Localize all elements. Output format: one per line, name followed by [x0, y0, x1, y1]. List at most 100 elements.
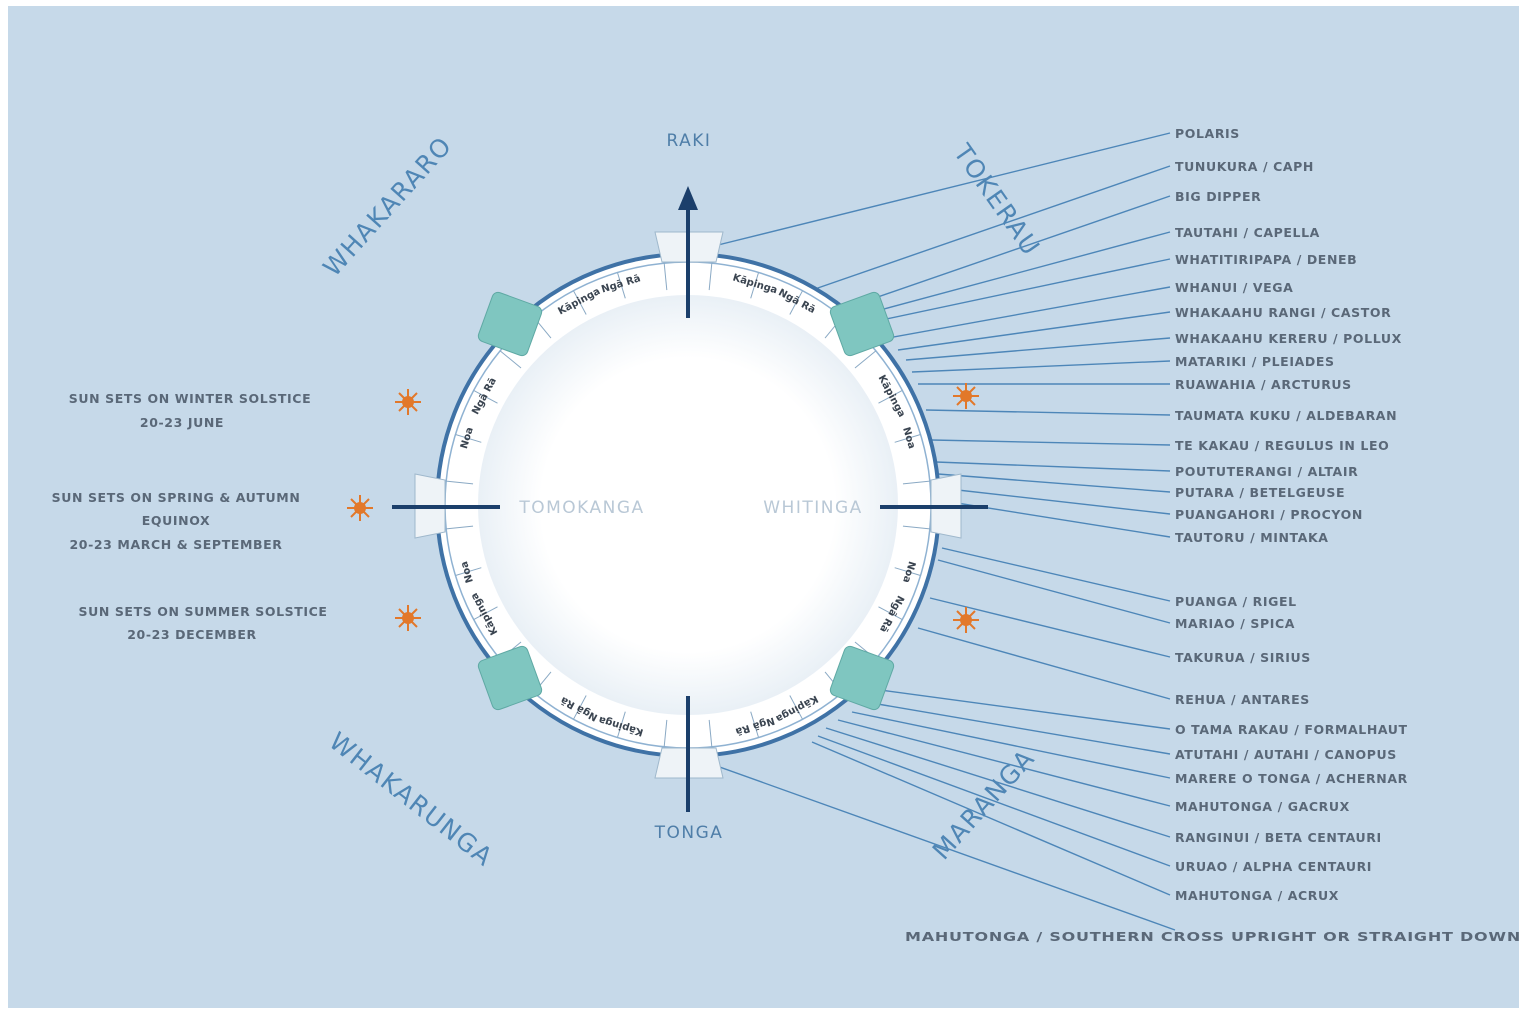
- star-label: POLARIS: [1175, 126, 1240, 141]
- connector-line: [817, 735, 1171, 867]
- sun-icon: [395, 389, 421, 415]
- cardinal-west: TOMOKANGA: [518, 498, 644, 518]
- compass-tick: [473, 606, 498, 620]
- star-label: REHUA / ANTARES: [1175, 692, 1310, 707]
- sun-markers: [347, 383, 979, 633]
- connector-line: [871, 258, 1171, 323]
- summer-solstice-line1: SUN SETS ON SUMMER SOLSTICE: [78, 604, 327, 619]
- connector-line: [857, 231, 1171, 317]
- summer-solstice-line2: 20-23 DECEMBER: [127, 627, 257, 642]
- connector-line: [929, 597, 1171, 658]
- compass-tick: [455, 433, 482, 443]
- star-label: WHANUI / VEGA: [1175, 280, 1293, 295]
- connector-line: [845, 195, 1171, 309]
- compass-tick: [789, 290, 803, 315]
- star-label: MARIAO / SPICA: [1175, 616, 1295, 631]
- diagonal-markers: [477, 291, 895, 711]
- connector-line: [699, 759, 1176, 931]
- connector-line: [837, 719, 1171, 807]
- connector-line: [935, 461, 1171, 472]
- connector-line: [941, 547, 1171, 602]
- connector-line: [937, 473, 1171, 493]
- star-label: BIG DIPPER: [1175, 189, 1261, 204]
- connector-line: [879, 689, 1171, 730]
- compass-tick: [789, 695, 803, 720]
- connector-line: [905, 337, 1171, 361]
- star-label: TAUTAHI / CAPELLA: [1175, 225, 1320, 240]
- compass-tick: [894, 433, 921, 443]
- connector-line: [811, 741, 1171, 896]
- compass-ticks: [446, 263, 930, 747]
- compass-tick: [573, 695, 587, 720]
- compass-tick: [708, 263, 713, 291]
- compass-tick: [455, 567, 482, 577]
- compass-tick: [663, 263, 668, 291]
- compass-tick: [616, 272, 626, 299]
- equinox-line1: SUN SETS ON SPRING & AUTUMN: [52, 490, 301, 505]
- star-label: WHATITIRIPAPA / DENEB: [1175, 252, 1357, 267]
- star-label: RANGINUI / BETA CENTAURI: [1175, 830, 1382, 845]
- marker-northeast: [829, 291, 895, 357]
- equinox-line3: 20-23 MARCH & SEPTEMBER: [69, 537, 282, 552]
- star-label: MATARIKI / PLEIADES: [1175, 354, 1335, 369]
- north-arrow-icon: [678, 186, 698, 210]
- connector-line: [925, 409, 1171, 416]
- compass-tick: [708, 719, 713, 747]
- compass-tick: [616, 711, 626, 738]
- star-label: TAKURUA / SIRIUS: [1175, 650, 1311, 665]
- star-label: WHAKAAHU RANGI / CASTOR: [1175, 305, 1391, 320]
- compass-tick: [854, 350, 877, 369]
- star-label: TUNUKURA / CAPH: [1175, 159, 1314, 174]
- compass-tick: [902, 480, 930, 485]
- star-label: TE KAKAU / REGULUS IN LEO: [1175, 438, 1389, 453]
- compass-tick: [878, 606, 903, 620]
- star-labels: POLARIS TUNUKURA / CAPH BIG DIPPER TAUTA…: [905, 126, 1520, 944]
- star-label: URUAO / ALPHA CENTAURI: [1175, 859, 1372, 874]
- compass-tick: [573, 290, 587, 315]
- compass-axes: [392, 186, 988, 812]
- connector-line: [717, 132, 1171, 246]
- sun-notes: SUN SETS ON WINTER SOLSTICE 20-23 JUNE S…: [52, 391, 327, 642]
- compass-tick: [446, 525, 474, 530]
- connector-line: [851, 711, 1171, 779]
- compass-tick: [750, 711, 760, 738]
- star-label: MAHUTONGA / GACRUX: [1175, 799, 1350, 814]
- sun-icon: [347, 495, 373, 521]
- connector-line: [931, 439, 1171, 446]
- cardinal-east: WHITINGA: [763, 498, 863, 518]
- sun-icon: [953, 383, 979, 409]
- star-label: O TAMA RAKAU / FORMALHAUT: [1175, 722, 1408, 737]
- compass-tick: [663, 719, 668, 747]
- star-label: RUAWAHIA / ARCTURUS: [1175, 377, 1352, 392]
- compass-tick: [878, 390, 903, 404]
- connector-line: [937, 559, 1171, 624]
- star-label: PUANGA / RIGEL: [1175, 594, 1297, 609]
- star-connector-lines: [699, 132, 1176, 931]
- star-label: MAHUTONGA / ACRUX: [1175, 888, 1339, 903]
- winter-solstice-line2: 20-23 JUNE: [140, 415, 224, 430]
- compass-tick: [902, 525, 930, 530]
- connector-line: [917, 627, 1171, 700]
- marker-northwest: [477, 291, 543, 357]
- star-label: TAUMATA KUKU / ALDEBARAN: [1175, 408, 1397, 423]
- star-label: POUTUTERANGI / ALTAIR: [1175, 464, 1358, 479]
- cardinal-north: RAKI: [667, 131, 712, 151]
- connector-line: [825, 727, 1171, 838]
- compass-tick: [894, 567, 921, 577]
- star-label: TAUTORU / MINTAKA: [1175, 530, 1329, 545]
- star-label: WHAKAAHU KERERU / POLLUX: [1175, 331, 1402, 346]
- connector-line: [865, 701, 1171, 755]
- compass-tick: [446, 480, 474, 485]
- compass-center: [478, 295, 898, 715]
- marker-southeast: [829, 645, 895, 711]
- connector-line: [939, 487, 1171, 515]
- compass-tick: [499, 350, 522, 369]
- star-label: MARERE O TONGA / ACHERNAR: [1175, 771, 1408, 786]
- star-label: PUTARA / BETELGEUSE: [1175, 485, 1345, 500]
- equinox-line2: EQUINOX: [142, 513, 210, 528]
- cardinal-south: TONGA: [654, 823, 724, 843]
- connector-line: [911, 360, 1171, 373]
